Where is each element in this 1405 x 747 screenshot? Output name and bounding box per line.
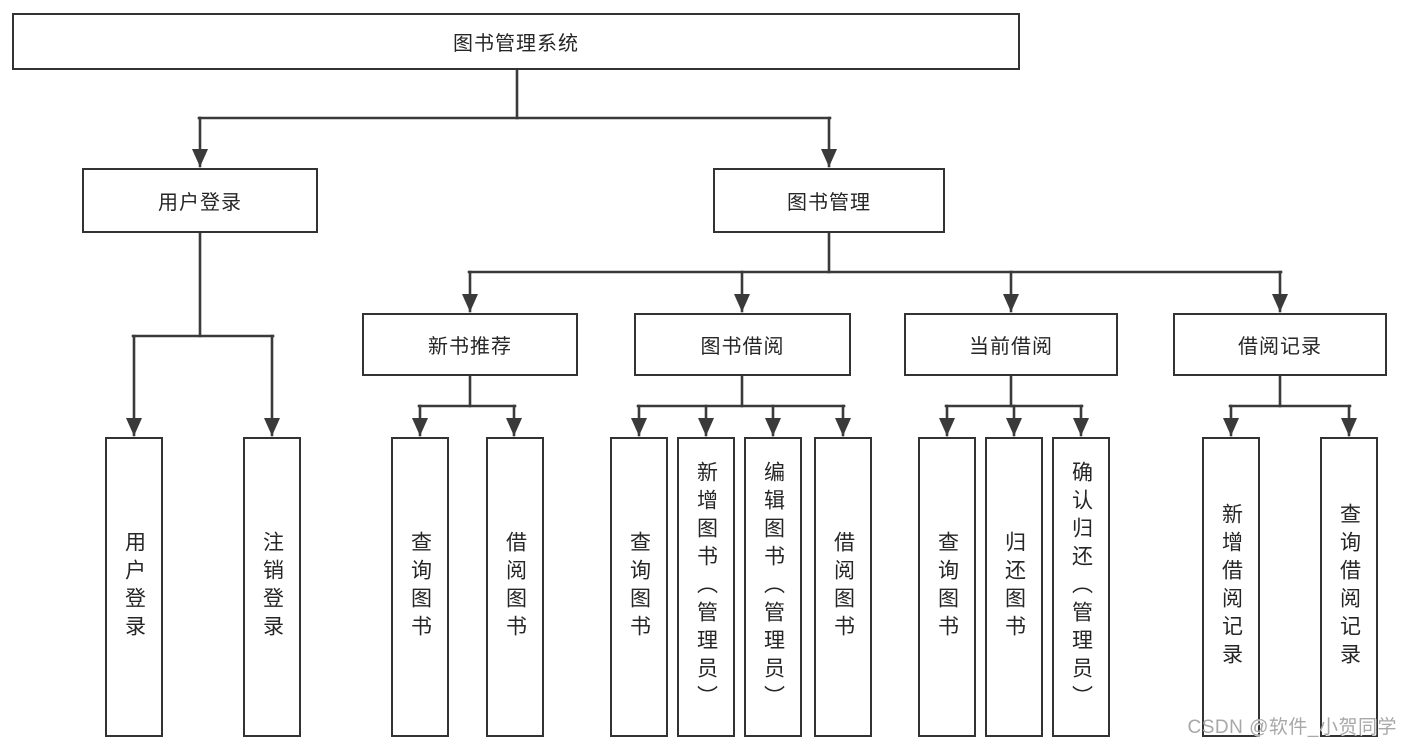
leaf-logout: 注销登录: [243, 437, 301, 737]
node-book-borrowing-label: 图书借阅: [700, 336, 785, 358]
leaf-edit-books-admin: 编辑图书（管理员）: [744, 437, 802, 737]
leaf-query-books-current: 查询图书: [918, 437, 976, 737]
leaf-borrow-books-recommend: 借阅图书: [486, 437, 544, 737]
leaf-borrow-books-recommend-label: 借阅图书: [503, 531, 527, 643]
leaf-add-borrow-record: 新增借阅记录: [1202, 437, 1260, 737]
csdn-watermark: CSDN @软件_小贺同学: [1187, 717, 1397, 738]
node-current-borrowing: 当前借阅: [904, 313, 1118, 376]
leaf-query-books-borrowing-label: 查询图书: [627, 531, 651, 643]
node-library-system: 图书管理系统: [12, 13, 1020, 70]
leaf-edit-books-admin-label: 编辑图书（管理员）: [761, 461, 785, 713]
leaf-query-books-borrowing: 查询图书: [610, 437, 668, 737]
leaf-borrow-books-label: 借阅图书: [831, 531, 855, 643]
node-user-login-label: 用户登录: [158, 192, 242, 214]
node-current-borrowing-label: 当前借阅: [969, 336, 1053, 358]
leaf-query-borrow-record: 查询借阅记录: [1320, 437, 1378, 737]
node-borrow-records-label: 借阅记录: [1238, 336, 1322, 358]
leaf-confirm-return-admin: 确认归还（管理员）: [1052, 437, 1110, 737]
node-user-login: 用户登录: [82, 168, 318, 233]
leaf-query-books-recommend: 查询图书: [391, 437, 449, 737]
leaf-add-borrow-record-label: 新增借阅记录: [1219, 503, 1243, 671]
leaf-query-borrow-record-label: 查询借阅记录: [1337, 503, 1361, 671]
node-new-book-recommend: 新书推荐: [362, 313, 578, 376]
leaf-add-books-admin-label: 新增图书（管理员）: [694, 461, 718, 713]
leaf-query-books-recommend-label: 查询图书: [408, 531, 432, 643]
leaf-confirm-return-admin-label: 确认归还（管理员）: [1069, 461, 1093, 713]
node-borrow-records: 借阅记录: [1173, 313, 1387, 376]
leaf-return-books: 归还图书: [985, 437, 1043, 737]
node-book-management: 图书管理: [713, 168, 945, 233]
node-new-book-recommend-label: 新书推荐: [428, 336, 512, 358]
node-library-system-label: 图书管理系统: [453, 33, 579, 55]
leaf-user-login: 用户登录: [105, 437, 163, 737]
leaf-user-login-label: 用户登录: [122, 531, 146, 643]
node-book-management-label: 图书管理: [787, 192, 871, 214]
leaf-borrow-books: 借阅图书: [814, 437, 872, 737]
leaf-add-books-admin: 新增图书（管理员）: [677, 437, 735, 737]
node-book-borrowing: 图书借阅: [634, 313, 851, 376]
leaf-return-books-label: 归还图书: [1002, 531, 1026, 643]
leaf-query-books-current-label: 查询图书: [935, 531, 959, 643]
leaf-logout-label: 注销登录: [260, 531, 284, 643]
